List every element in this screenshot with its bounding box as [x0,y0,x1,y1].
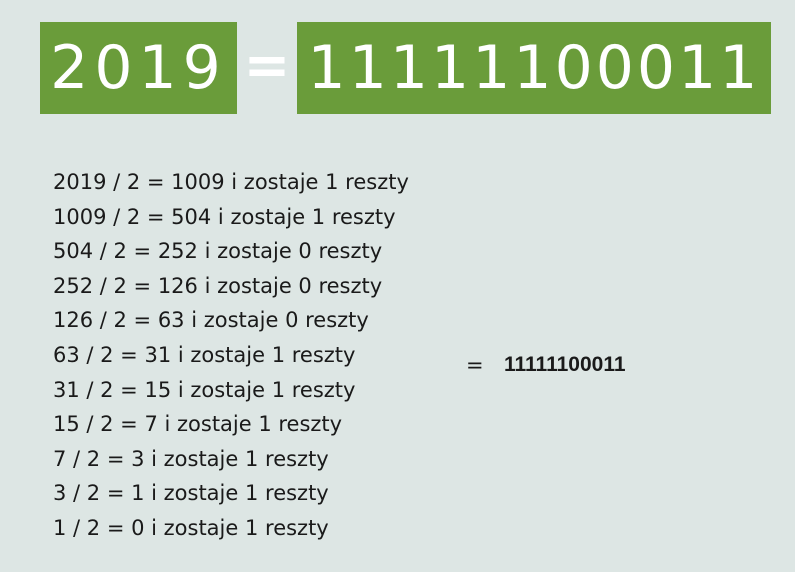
header-equals-sign: = [243,32,291,98]
division-step: 31 / 2 = 15 i zostaje 1 reszty [53,377,356,402]
division-step: 1009 / 2 = 504 i zostaje 1 reszty [53,204,396,229]
division-step: 7 / 2 = 3 i zostaje 1 reszty [53,446,329,471]
binary-box: 11111100011 [297,22,771,114]
division-step: 504 / 2 = 252 i zostaje 0 reszty [53,239,383,264]
division-step: 15 / 2 = 7 i zostaje 1 reszty [53,412,343,437]
conversion-header: 2019 = 11111100011 [40,22,771,114]
division-steps-list: 2019 / 2 = 1009 i zostaje 1 reszty 1009 … [53,165,409,546]
decimal-box: 2019 [40,22,237,114]
division-step: 252 / 2 = 126 i zostaje 0 reszty [53,273,383,298]
division-step: 2019 / 2 = 1009 i zostaje 1 reszty [53,170,409,194]
decimal-value: 2019 [50,33,227,103]
division-step: 1 / 2 = 0 i zostaje 1 reszty [53,515,329,540]
division-step: 63 / 2 = 31 i zostaje 1 reszty [53,342,356,367]
division-step: 126 / 2 = 63 i zostaje 0 reszty [53,308,369,333]
division-step: 3 / 2 = 1 i zostaje 1 reszty [53,481,329,506]
result-binary-value: 11111100011 [504,353,626,376]
result-equals-sign: = [466,353,484,377]
binary-result: = 11111100011 [466,348,626,383]
binary-value: 11111100011 [307,33,761,103]
